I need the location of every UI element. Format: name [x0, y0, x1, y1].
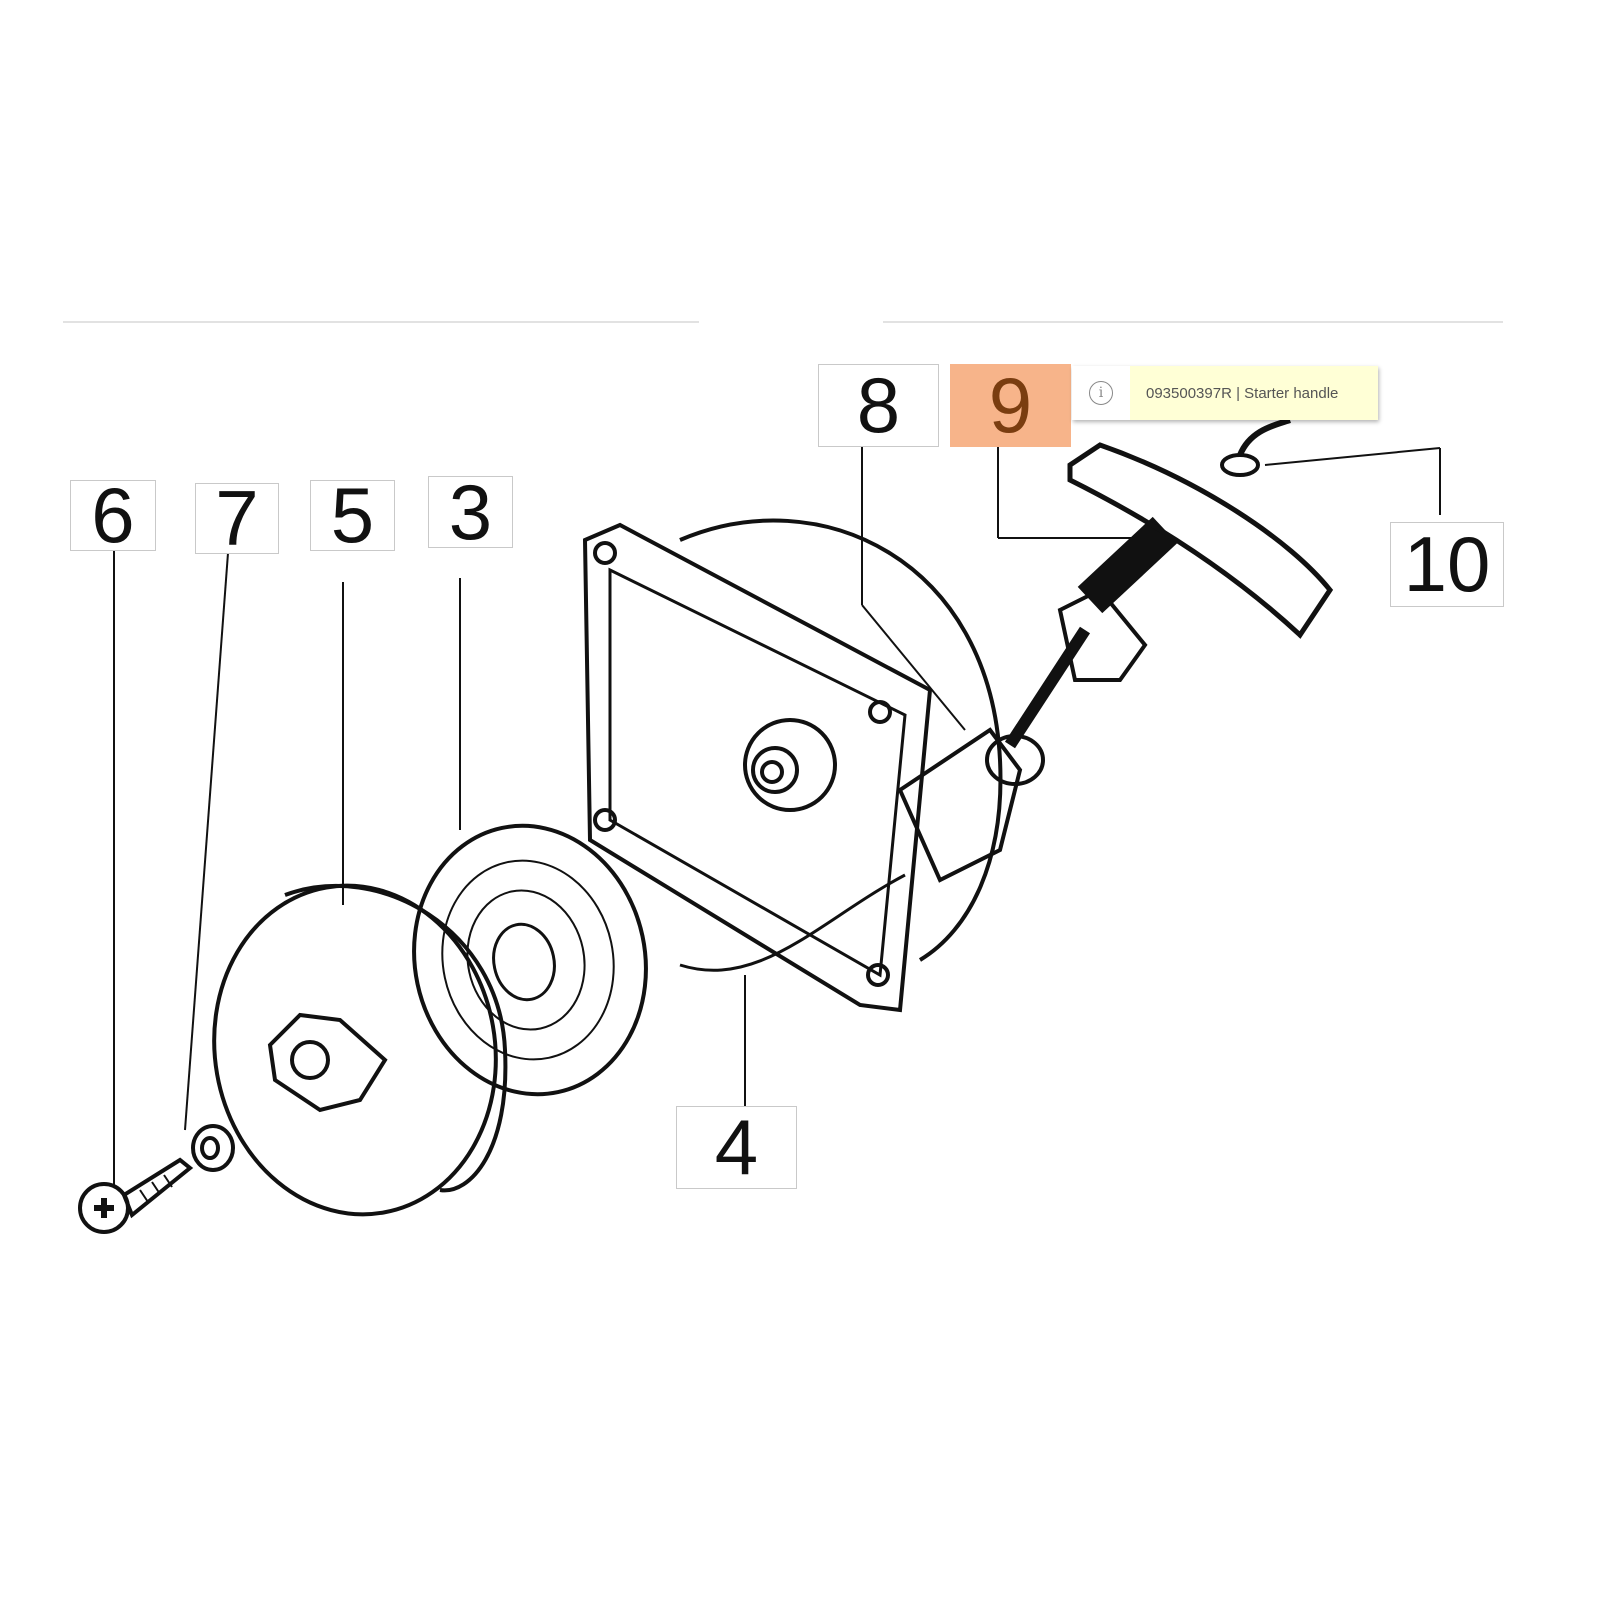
part-label-5[interactable]: 5 [310, 471, 395, 559]
info-icon: i [1072, 366, 1130, 420]
starter-rope-part [679, 873, 906, 972]
part-label-3[interactable]: 3 [428, 468, 513, 556]
washer-part [191, 1124, 235, 1172]
screw-part [78, 1157, 194, 1234]
leader-lines [113, 446, 1441, 1185]
part-label-8[interactable]: 8 [818, 361, 939, 449]
rope-end-part [1220, 417, 1291, 477]
part-label-10[interactable]: 10 [1390, 520, 1504, 608]
part-label-4[interactable]: 4 [676, 1103, 797, 1191]
starter-housing-part [582, 518, 1045, 1013]
part-label-7[interactable]: 7 [195, 474, 279, 562]
part-label-6[interactable]: 6 [70, 471, 156, 559]
divider-right [883, 321, 1503, 323]
starter-handle-part [1004, 442, 1334, 749]
divider-left [63, 321, 699, 323]
part-tooltip: i 093500397R | Starter handle [1072, 366, 1378, 420]
recoil-spring-part [412, 823, 648, 1097]
tooltip-text: 093500397R | Starter handle [1146, 384, 1339, 402]
info-glyph: i [1089, 381, 1113, 405]
pulley-part [212, 883, 508, 1217]
part-label-9-highlighted[interactable]: 9 [950, 361, 1071, 449]
